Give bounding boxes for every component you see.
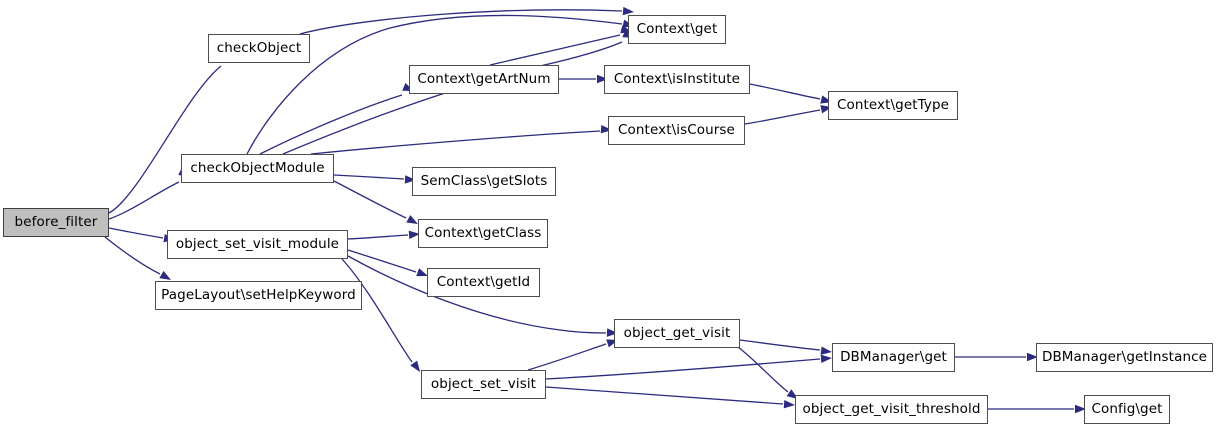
- graph-edge-Context_isCourse-to-Context_getType: [744, 105, 832, 125]
- graph-edge-before_filter-to-checkObject: [108, 48, 228, 214]
- graph-edge-object_get_visit-to-object_get_visit_threshold: [737, 346, 798, 399]
- graph-node-Context_getClass[interactable]: Context\getClass: [418, 219, 548, 248]
- graph-edge-checkObjectModule-to-Context_getArtNum: [259, 82, 414, 155]
- graph-node-label: checkObjectModule: [190, 159, 325, 176]
- graph-node-label: before_filter: [14, 213, 98, 230]
- graph-node-label: Context\getClass: [424, 224, 542, 241]
- graph-edge-before_filter-to-checkObjectModule: [108, 167, 190, 220]
- graph-edge-object_get_visit-to-DBManager_get: [739, 339, 832, 355]
- graph-node-checkObject[interactable]: checkObject: [208, 34, 310, 63]
- graph-edge-object_set_visit-to-object_get_visit_threshold: [545, 386, 795, 409]
- graph-node-object_set_visit[interactable]: object_set_visit: [421, 370, 546, 399]
- graph-node-label: object_get_visit: [623, 324, 731, 341]
- graph-node-Context_isCourse[interactable]: Context\isCourse: [608, 116, 745, 145]
- graph-node-label: Config\get: [1091, 400, 1163, 417]
- graph-edge-checkObject-to-Context_get: [299, 6, 634, 35]
- graph-node-PageLayout_setHelpKeyword[interactable]: PageLayout\setHelpKeyword: [155, 281, 362, 310]
- graph-edge-object_set_visit-to-DBManager_get: [545, 354, 832, 380]
- graph-node-Context_getType[interactable]: Context\getType: [828, 91, 958, 120]
- graph-edge-Context_getArtNum-to-Context_get: [489, 25, 632, 66]
- graph-node-label: Context\isInstitute: [613, 70, 741, 87]
- graph-edge-object_set_visit_module-to-Context_getId: [347, 249, 428, 277]
- graph-edge-object_set_visit_module-to-object_set_visit: [341, 258, 420, 372]
- graph-edge-object_set_visit_module-to-Context_getClass: [347, 230, 420, 240]
- graph-node-label: Context\getId: [436, 273, 531, 290]
- graph-edge-Context_getArtNum-to-Context_isInstitute: [558, 74, 608, 84]
- graph-node-checkObjectModule[interactable]: checkObjectModule: [181, 154, 334, 183]
- graph-node-DBManager_getInstance[interactable]: DBManager\getInstance: [1036, 343, 1213, 372]
- graph-edge-checkObjectModule-to-Context_isCourse: [310, 125, 612, 155]
- graph-node-label: Context\getType: [836, 96, 950, 113]
- arrowhead: [820, 354, 832, 363]
- graph-node-object_set_visit_module[interactable]: object_set_visit_module: [167, 230, 348, 259]
- graph-edge-before_filter-to-object_set_visit_module: [108, 227, 175, 243]
- graph-node-label: object_get_visit_threshold: [802, 400, 981, 417]
- graph-node-Context_get[interactable]: Context\get: [628, 15, 726, 44]
- graph-edge-before_filter-to-PageLayout_setHelpKeyword: [104, 236, 171, 280]
- graph-node-label: checkObject: [216, 39, 302, 56]
- graph-node-label: object_set_visit_module: [175, 235, 340, 252]
- graph-node-label: Context\get: [636, 20, 718, 37]
- graph-node-Context_isInstitute[interactable]: Context\isInstitute: [604, 65, 750, 94]
- graph-node-label: PageLayout\setHelpKeyword: [161, 286, 356, 303]
- graph-node-label: DBManager\getInstance: [1041, 348, 1208, 365]
- graph-edge-object_get_visit_threshold-to-Config_get: [988, 404, 1086, 414]
- graph-node-before_filter[interactable]: before_filter: [3, 208, 109, 237]
- graph-node-SemClass_getSlots[interactable]: SemClass\getSlots: [412, 167, 556, 196]
- graph-node-label: Context\getArtNum: [417, 70, 551, 87]
- graph-edge-checkObjectModule-to-Context_getClass: [333, 180, 418, 224]
- graph-edge-object_set_visit-to-object_get_visit: [527, 339, 618, 371]
- graph-node-label: SemClass\getSlots: [420, 172, 548, 189]
- graph-edge-checkObjectModule-to-SemClass_getSlots: [333, 174, 416, 184]
- graph-edge-DBManager_get-to-DBManager_getInstance: [955, 352, 1038, 362]
- graph-node-object_get_visit[interactable]: object_get_visit: [614, 319, 740, 348]
- graph-edge-Context_isInstitute-to-Context_getType: [749, 83, 832, 104]
- graph-node-Context_getArtNum[interactable]: Context\getArtNum: [409, 65, 559, 94]
- arrowhead: [783, 400, 795, 409]
- graph-node-object_get_visit_threshold[interactable]: object_get_visit_threshold: [795, 395, 988, 424]
- graph-node-Context_getId[interactable]: Context\getId: [427, 268, 540, 297]
- graph-node-DBManager_get[interactable]: DBManager\get: [832, 343, 955, 372]
- graph-node-label: Context\isCourse: [618, 121, 735, 138]
- graph-node-label: DBManager\get: [840, 348, 947, 365]
- graph-node-Config_get[interactable]: Config\get: [1084, 395, 1170, 424]
- arrowhead: [820, 346, 832, 355]
- graph-node-label: object_set_visit: [430, 375, 537, 392]
